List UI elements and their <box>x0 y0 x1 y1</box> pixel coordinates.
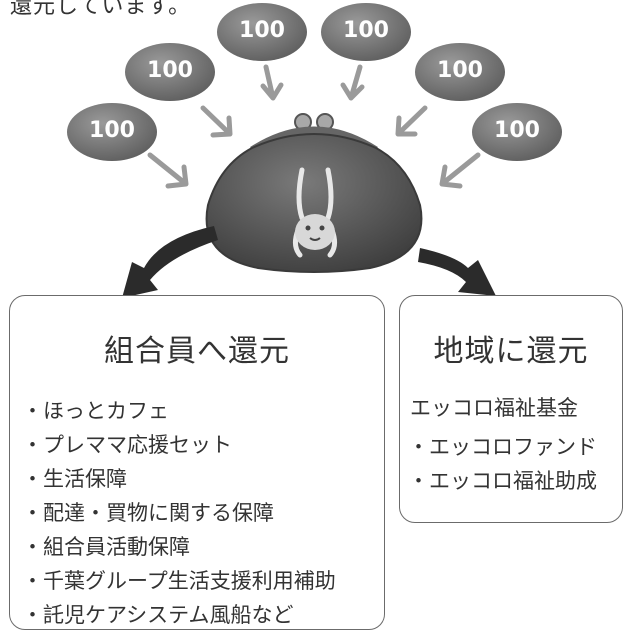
list-item: ・配達・買物に関する保障 <box>22 501 274 525</box>
coin-4 <box>321 3 411 61</box>
coin-5 <box>415 43 505 101</box>
members-box-title: 組合員へ還元 <box>104 334 290 369</box>
intro-text: 還元しています。 <box>10 0 192 19</box>
list-item: ・託児ケアシステム風船など <box>22 603 294 627</box>
list-item: ・千葉グループ生活支援利用補助 <box>22 569 336 593</box>
region-box-subtitle: エッコロ福祉基金 <box>410 396 578 420</box>
arrow-2 <box>200 105 233 138</box>
purse-body <box>205 133 423 273</box>
arrow-4 <box>340 64 365 101</box>
coin-6 <box>472 103 562 161</box>
list-item: ・ほっとカフェ <box>22 399 169 423</box>
coin-3 <box>217 3 307 61</box>
coin-1 <box>67 103 157 161</box>
list-item: ・エッコロ福祉助成 <box>408 469 597 493</box>
list-item: ・プレママ応援セット <box>22 433 232 457</box>
list-item: ・生活保障 <box>22 467 127 491</box>
coin-label-5: 100 <box>437 58 483 83</box>
coin-label-2: 100 <box>147 58 193 83</box>
region-box-title: 地域に還元 <box>433 334 589 369</box>
members-list: ・ほっとカフェ ・プレママ応援セット ・生活保障 ・配達・買物に関する保障 ・組… <box>22 394 384 632</box>
region-list: ・エッコロファンド ・エッコロ福祉助成 <box>408 430 622 498</box>
arrow-5 <box>395 105 428 137</box>
inflow-arrows <box>147 64 481 189</box>
arrow-3 <box>260 64 284 101</box>
list-item: ・エッコロファンド <box>408 435 597 459</box>
arrow-6 <box>439 152 481 189</box>
arrow-1 <box>147 152 189 189</box>
region-return-box: 地域に還元 エッコロ福祉基金 ・エッコロファンド ・エッコロ福祉助成 <box>399 295 623 523</box>
big-arrow-right <box>418 248 496 296</box>
rabbit-face <box>295 214 335 250</box>
coin-label-4: 100 <box>343 18 389 43</box>
purse-clasp <box>294 113 334 131</box>
coin-label-6: 100 <box>494 118 540 143</box>
list-item: ・組合員活動保障 <box>22 535 190 559</box>
coin-label-1: 100 <box>89 118 135 143</box>
big-arrow-left <box>122 226 218 298</box>
coin-2 <box>125 43 215 101</box>
coin-label-3: 100 <box>239 18 285 43</box>
members-return-box: 組合員へ還元 ・ほっとカフェ ・プレママ応援セット ・生活保障 ・配達・買物に関… <box>9 295 385 630</box>
